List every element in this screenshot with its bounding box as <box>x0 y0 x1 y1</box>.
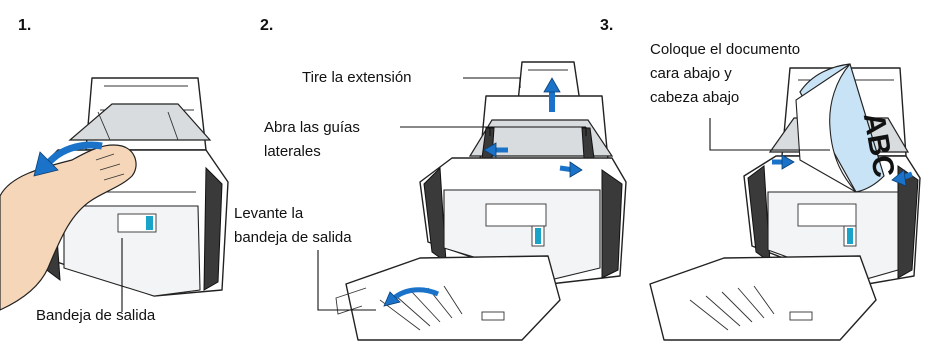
label-levante-la-bandeja-2: bandeja de salida <box>234 229 352 246</box>
right-arrow-icon <box>772 154 795 170</box>
hand-icon <box>0 144 137 311</box>
scanner-step-3 <box>649 67 921 341</box>
label-bandeja-de-salida: Bandeja de salida <box>36 307 156 324</box>
label-coloque-1: Coloque el documento <box>650 41 800 58</box>
label-abra-las-guias-2: laterales <box>264 143 321 160</box>
step-2: 2. <box>234 17 627 341</box>
curved-arrow-icon <box>33 141 103 177</box>
step-3-number: 3. <box>600 17 613 34</box>
step-3: 3. ABC <box>600 17 921 341</box>
step-1-number: 1. <box>18 17 31 34</box>
left-arrow-icon <box>483 142 508 158</box>
curved-arrow-icon <box>383 287 440 307</box>
step-1: 1. Bandej <box>0 17 229 324</box>
label-coloque-2: cara abajo y <box>650 65 732 82</box>
label-tire-la-extension: Tire la extensión <box>302 69 412 86</box>
step-2-number: 2. <box>260 17 273 34</box>
label-coloque-3: cabeza abajo <box>650 89 739 106</box>
left-arrow-icon <box>891 169 913 187</box>
up-arrow-icon <box>543 77 561 112</box>
label-abra-las-guias-1: Abra las guías <box>264 119 360 136</box>
scanner-step-2 <box>335 61 627 341</box>
label-levante-la-bandeja-1: Levante la <box>234 205 304 222</box>
right-arrow-icon <box>559 161 583 178</box>
